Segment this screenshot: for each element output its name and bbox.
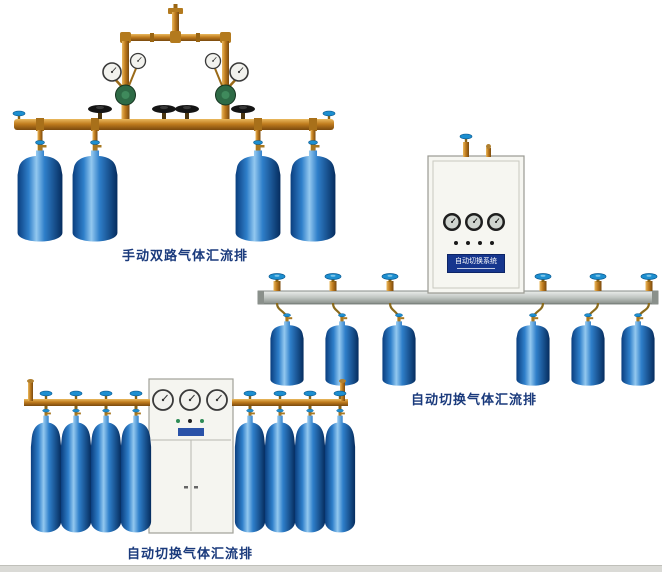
valve-handwheels (12, 105, 336, 120)
valve-handwheel (268, 273, 286, 292)
valve-handwheel (152, 105, 176, 119)
cabinet-small-label (178, 428, 204, 436)
gas-cylinders (17, 140, 336, 242)
valve-handwheel (303, 390, 317, 400)
cylinder-valve (283, 313, 293, 323)
pressure-gauge (204, 52, 222, 70)
valve-handwheel (39, 390, 53, 400)
gas-cylinder (235, 150, 281, 242)
pressure-regulator (204, 52, 249, 106)
cabinet-nameplate-subline (457, 268, 495, 269)
indicator-light (454, 241, 458, 245)
gas-cylinder (72, 150, 118, 242)
door-handle (194, 486, 198, 489)
cylinder-valve (308, 140, 320, 152)
indicator-light (490, 241, 494, 245)
gas-cylinder (516, 321, 550, 386)
indicator-light (466, 241, 470, 245)
gas-cylinder (571, 321, 605, 386)
gas-cylinder (234, 415, 266, 533)
caption-auto-manifold-floor: 自动切换气体汇流排 (126, 546, 253, 561)
indicator-light (200, 419, 204, 423)
cabinet-nameplate-text: 自动切换系统 (455, 258, 497, 265)
door-handle (184, 486, 188, 489)
cylinder-valve (634, 313, 644, 323)
cylinder-valve (90, 140, 102, 152)
gas-cylinder (621, 321, 655, 386)
pressure-gauge (102, 62, 122, 82)
pressure-gauge (229, 62, 249, 82)
indicator-light (478, 241, 482, 245)
valve-handwheel (99, 390, 113, 400)
cylinder-valve (253, 140, 265, 152)
valve-handwheel (273, 390, 287, 400)
valve-handwheel (324, 273, 342, 292)
pressure-gauge (442, 212, 462, 232)
valve-handwheel (69, 390, 83, 400)
pressure-gauge (464, 212, 484, 232)
cylinder-valve (338, 313, 348, 323)
indicator-light (188, 419, 192, 423)
pressure-gauge (152, 389, 174, 411)
manifold-pipe (14, 4, 334, 131)
gas-cylinder (325, 321, 359, 386)
gas-cylinder (290, 150, 336, 242)
manual-manifold-illustration (12, 4, 336, 242)
caption-manual-dual-manifold: 手动双路气体汇流排 (121, 248, 248, 263)
gas-cylinder (382, 321, 416, 386)
gas-cylinder (270, 321, 304, 386)
pressure-gauge (179, 389, 201, 411)
cylinder-connections (37, 130, 316, 151)
valve-handwheel (381, 273, 399, 292)
cabinet-inlet-valve (459, 133, 473, 143)
valve-handwheel (231, 105, 255, 119)
gas-cylinder (17, 150, 63, 242)
cabinet-nameplate: 自动切换系统 (447, 254, 505, 273)
indicator-light (176, 419, 180, 423)
valve-handwheel (589, 273, 607, 292)
gas-cylinder (264, 415, 296, 533)
valve-handwheel (243, 390, 257, 400)
pressure-gauge (486, 212, 506, 232)
valve-handwheel (640, 273, 658, 292)
pressure-gauge (129, 52, 147, 70)
cylinder-valve (35, 140, 47, 152)
pressure-gauge (206, 389, 228, 411)
valve-handwheel (534, 273, 552, 292)
auto-manifold-floor-illustration (24, 378, 356, 534)
gas-cylinder (90, 415, 122, 533)
valve-handwheel (88, 105, 112, 119)
cylinder-valve (529, 313, 539, 323)
cylinder-valve (395, 313, 405, 323)
valve-handwheel (175, 105, 199, 119)
pressure-regulator (102, 52, 147, 106)
end-valve-knob (12, 110, 26, 120)
end-valve-knob (322, 110, 336, 120)
connection-hoses (275, 302, 651, 322)
gas-cylinder (60, 415, 92, 533)
gas-cylinder (294, 415, 326, 533)
gas-cylinders (270, 313, 655, 386)
cylinder-valve (584, 313, 594, 323)
valve-handwheel (129, 390, 143, 400)
gas-cylinder (324, 415, 356, 533)
gas-cylinder (30, 415, 62, 533)
gas-cylinder (120, 415, 152, 533)
caption-auto-manifold-wall: 自动切换气体汇流排 (410, 392, 537, 407)
control-cabinet (148, 378, 234, 534)
bottom-border (0, 565, 662, 572)
